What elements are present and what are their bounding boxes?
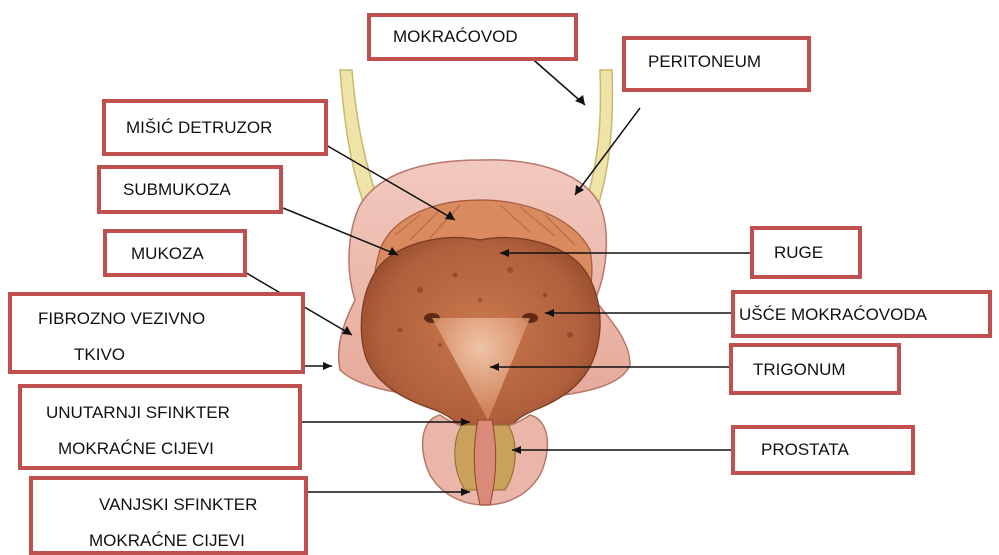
label-fibrozno-vezivno-tkivo: FIBROZNO VEZIVNO TKIVO xyxy=(8,292,305,374)
label-prostata: PROSTATA xyxy=(731,425,915,475)
label-mokracovod: MOKRAĆOVOD xyxy=(367,13,578,61)
label-fibrozno-line1: FIBROZNO VEZIVNO xyxy=(38,308,205,330)
label-vanjski-line2: MOKRAĆNE CIJEVI xyxy=(89,530,245,552)
label-peritoneum-text: PERITONEUM xyxy=(648,51,761,73)
label-prostata-text: PROSTATA xyxy=(761,439,849,461)
label-trigonum-text: TRIGONUM xyxy=(753,359,846,381)
label-trigonum: TRIGONUM xyxy=(729,343,901,395)
label-mukoza: MUKOZA xyxy=(103,229,247,277)
label-ruge: RUGE xyxy=(750,226,862,279)
label-vanjski-sfinkter: VANJSKI SFINKTER MOKRAĆNE CIJEVI xyxy=(29,476,308,555)
label-mukoza-text: MUKOZA xyxy=(131,243,204,265)
label-unutarnji-sfinkter: UNUTARNJI SFINKTER MOKRAĆNE CIJEVI xyxy=(18,384,302,470)
label-unutarnji-line2: MOKRAĆNE CIJEVI xyxy=(58,438,214,460)
label-fibrozno-line2: TKIVO xyxy=(74,344,125,366)
label-submukoza: SUBMUKOZA xyxy=(97,165,283,214)
label-unutarnji-line1: UNUTARNJI SFINKTER xyxy=(46,402,230,424)
label-usce-mokracovoda: UŠĆE MOKRAĆOVODA xyxy=(731,290,992,338)
label-submukoza-text: SUBMUKOZA xyxy=(123,179,231,201)
label-peritoneum: PERITONEUM xyxy=(622,36,811,92)
label-misic-detruzor-text: MIŠIĆ DETRUZOR xyxy=(126,117,272,139)
label-mokracovod-text: MOKRAĆOVOD xyxy=(393,26,518,48)
label-ruge-text: RUGE xyxy=(774,242,823,264)
label-misic-detruzor: MIŠIĆ DETRUZOR xyxy=(102,99,328,156)
label-vanjski-line1: VANJSKI SFINKTER xyxy=(99,494,257,516)
label-usce-text: UŠĆE MOKRAĆOVODA xyxy=(739,304,927,326)
urethra xyxy=(474,420,495,505)
